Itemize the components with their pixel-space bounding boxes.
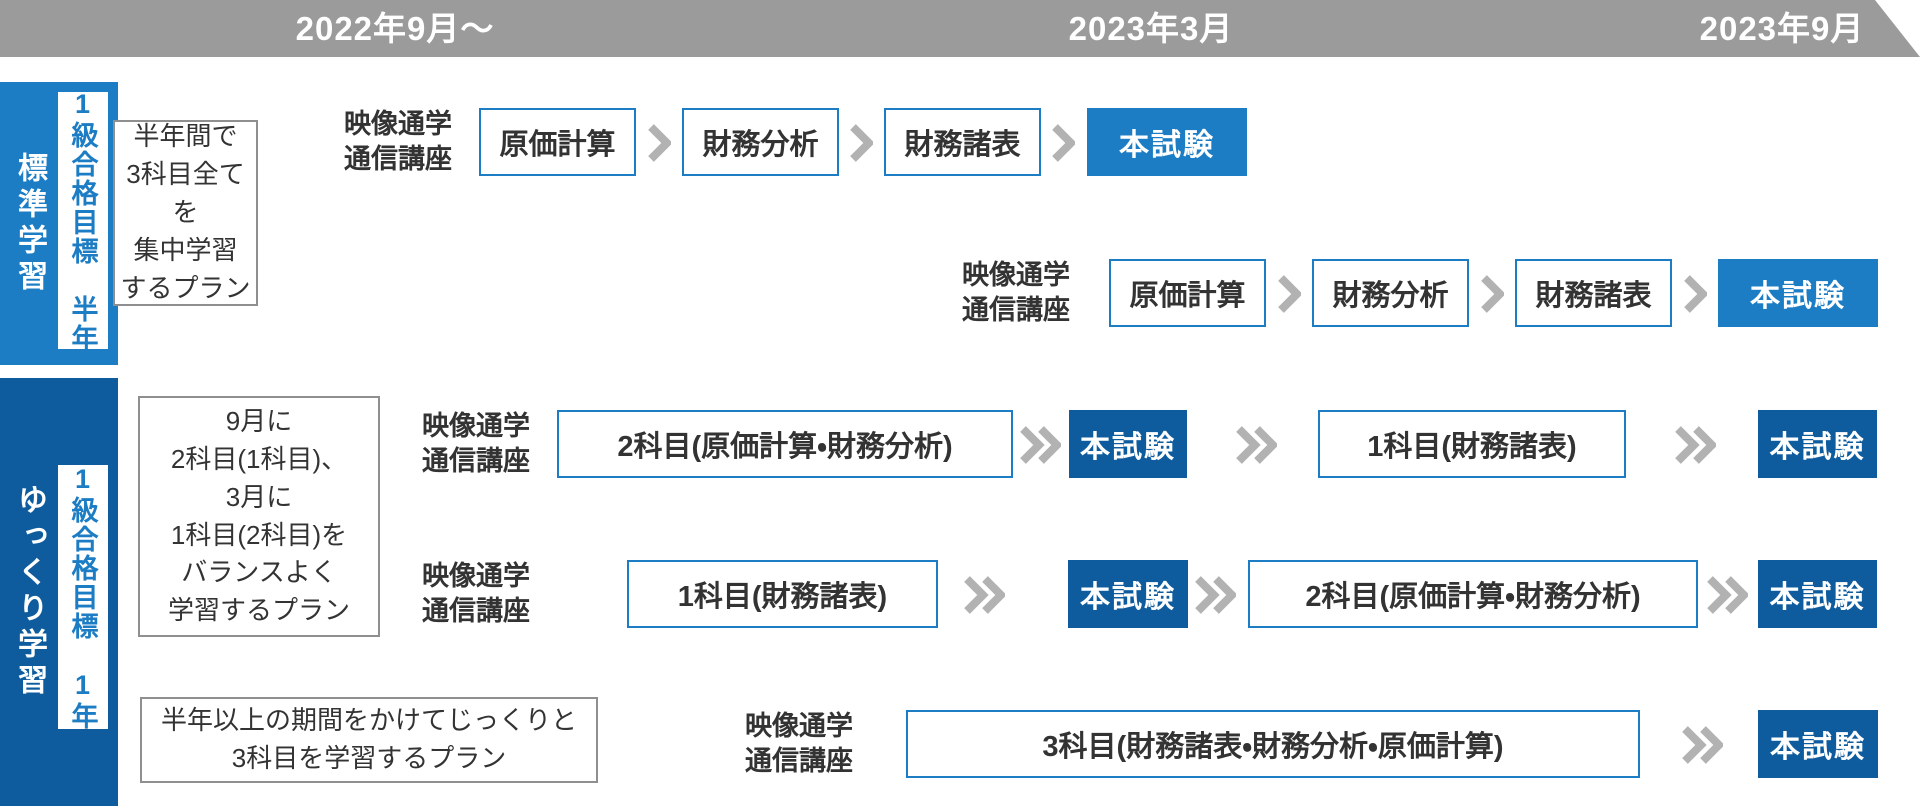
chevron-right-icon <box>1278 275 1301 313</box>
sidebar-standard: 標準学習 1級合格目標 半年 <box>0 82 118 365</box>
exam-box: 本試験 <box>1758 710 1878 778</box>
goal-box-slow: 1級合格目標 1年 <box>58 463 108 731</box>
section-label-standard: 標準学習 <box>13 151 46 296</box>
double-chevron-right-icon <box>1195 576 1236 614</box>
double-chevron-right-icon <box>1707 576 1748 614</box>
double-chevron-right-icon <box>1675 426 1716 464</box>
plan-note-standard: 半年間で 3科目全てを 集中学習 するプラン <box>113 120 258 306</box>
goal-label-standard: 1級合格目標 半年 <box>67 88 98 353</box>
plan-note-long: 半年以上の期間をかけてじっくりと 3科目を学習するプラン <box>140 697 598 783</box>
subject-box-wide: 1科目(財務諸表) <box>627 560 938 628</box>
subject-box: 財務分析 <box>1312 259 1469 327</box>
goal-box-standard: 1級合格目標 半年 <box>58 89 108 353</box>
double-chevron-right-icon <box>1020 426 1061 464</box>
chevron-right-icon <box>1481 275 1504 313</box>
double-chevron-right-icon <box>1682 726 1723 764</box>
chevron-right-icon <box>850 124 873 162</box>
timeline-bar: 2022年9月〜 2023年3月 2023年9月 <box>0 0 1920 57</box>
subject-box-wide: 2科目(原価計算・財務分析) <box>557 410 1013 478</box>
subject-box: 財務諸表 <box>884 108 1041 176</box>
timeline-date-mid: 2023年3月 <box>1068 10 1234 47</box>
subject-box-wide: 2科目(原価計算・財務分析) <box>1248 560 1698 628</box>
exam-box: 本試験 <box>1087 108 1247 176</box>
exam-box: 本試験 <box>1758 410 1877 478</box>
chevron-right-icon <box>648 124 671 162</box>
subject-box-wide: 3科目(財務諸表・財務分析・原価計算) <box>906 710 1640 778</box>
timeline-date-start: 2022年9月〜 <box>295 10 495 47</box>
subject-box: 財務諸表 <box>1515 259 1672 327</box>
double-chevron-right-icon <box>964 576 1005 614</box>
course-type-label: 映像通学 通信講座 <box>962 260 1070 326</box>
subject-box: 財務分析 <box>682 108 839 176</box>
exam-box: 本試験 <box>1758 560 1877 628</box>
exam-box: 本試験 <box>1068 560 1188 628</box>
sidebar-slow: ゆっくり学習 1級合格目標 1年 <box>0 378 118 806</box>
timeline-date-end: 2023年9月 <box>1699 10 1865 47</box>
chevron-right-icon <box>1052 124 1075 162</box>
exam-box: 本試験 <box>1069 410 1187 478</box>
section-label-slow: ゆっくり学習 <box>13 484 46 700</box>
course-type-label: 映像通学 通信講座 <box>344 109 452 175</box>
double-chevron-right-icon <box>1236 426 1277 464</box>
goal-label-slow: 1級合格目標 1年 <box>67 463 98 731</box>
subject-box: 原価計算 <box>479 108 636 176</box>
subject-box: 原価計算 <box>1109 259 1266 327</box>
course-type-label: 映像通学 通信講座 <box>422 411 530 477</box>
exam-box: 本試験 <box>1718 259 1878 327</box>
subject-box-wide: 1科目(財務諸表) <box>1318 410 1626 478</box>
course-type-label: 映像通学 通信講座 <box>745 711 853 777</box>
plan-note-balance: 9月に 2科目(1科目)、 3月に 1科目(2科目)を バランスよく 学習するプ… <box>138 396 380 637</box>
course-type-label: 映像通学 通信講座 <box>422 561 530 627</box>
chevron-right-icon <box>1684 275 1707 313</box>
